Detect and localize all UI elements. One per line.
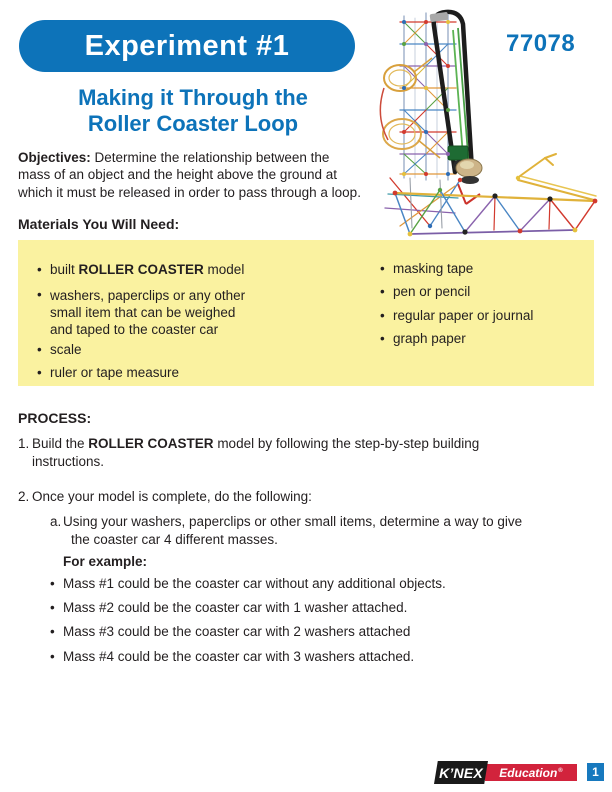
process-heading: PROCESS: <box>18 410 92 426</box>
materials-heading: Materials You Will Need: <box>18 216 180 232</box>
process-step-2a-continued: the coaster car 4 different masses. <box>71 532 278 547</box>
subtitle-line-2: Roller Coaster Loop <box>87 111 299 136</box>
process-step-2: 2. Once your model is complete, do the f… <box>18 489 312 504</box>
bullet-icon: • <box>37 365 42 380</box>
objectives-paragraph: Objectives: Determine the relationship b… <box>18 149 418 201</box>
mass-example-4: • Mass #4 could be the coaster car with … <box>50 649 415 664</box>
material-item-ruler: • ruler or tape measure <box>37 365 180 380</box>
material-item-pen-pencil: • pen or pencil <box>380 284 471 299</box>
experiment-title: Experiment #1 <box>84 29 290 62</box>
knex-logo: K’NEX <box>434 761 488 784</box>
process-step-1: 1. Build the ROLLER COASTER model by fol… <box>18 436 480 451</box>
bullet-icon: • <box>37 287 42 302</box>
step-1-number: 1. <box>18 436 30 451</box>
material-item-graph-paper: • graph paper <box>380 331 466 346</box>
material-item-scale: • scale <box>37 342 82 357</box>
education-logo: Education® <box>485 764 577 781</box>
process-step-2a: a. Using your washers, paperclips or oth… <box>50 514 523 529</box>
bullet-icon: • <box>50 600 55 615</box>
bullet-icon: • <box>380 331 385 346</box>
example-heading: For example: <box>63 554 148 569</box>
step-2a-label: a. <box>50 514 62 529</box>
part-number: 77078 <box>506 30 576 57</box>
bullet-icon: • <box>380 284 385 299</box>
page-number-badge: 1 <box>587 763 604 781</box>
mass-example-3: • Mass #3 could be the coaster car with … <box>50 624 411 639</box>
bullet-icon: • <box>50 649 55 664</box>
mass-example-2: • Mass #2 could be the coaster car with … <box>50 600 408 615</box>
bullet-icon: • <box>380 261 385 276</box>
bullet-icon: • <box>50 576 55 591</box>
bullet-icon: • <box>37 342 42 357</box>
step-2-number: 2. <box>18 489 30 504</box>
objectives-line-2: mass of an object and the height above t… <box>18 167 337 183</box>
bullet-icon: • <box>50 624 55 639</box>
material-item-built-model: • built ROLLER COASTER model <box>37 262 245 277</box>
coaster-motor-and-car <box>447 145 483 205</box>
material-item-masking-tape: • masking tape <box>380 261 474 276</box>
worksheet-subtitle: Making it Through the Roller Coaster Loo… <box>4 85 382 137</box>
objectives-line-1: Objectives: Determine the relationship b… <box>18 150 330 165</box>
coaster-chain-lift <box>429 9 475 175</box>
objectives-line-3: which it must be released in order to pa… <box>18 184 361 200</box>
objectives-label: Objectives: <box>18 150 91 165</box>
bullet-icon: • <box>380 308 385 323</box>
page-number: 1 <box>592 765 599 779</box>
bullet-icon: • <box>37 262 42 277</box>
material-item-paper-journal: • regular paper or journal <box>380 308 534 323</box>
experiment-title-badge: Experiment #1 <box>19 20 355 72</box>
knex-logo-text: K’NEX <box>439 764 483 781</box>
coaster-track-rails <box>452 27 470 169</box>
process-step-1-continued: instructions. <box>32 454 105 469</box>
coaster-left-loops <box>379 57 441 159</box>
registered-mark: ® <box>558 767 563 774</box>
materials-box: • built ROLLER COASTER model • washers, … <box>18 240 594 386</box>
subtitle-line-1: Making it Through the <box>78 85 308 110</box>
mass-example-1: • Mass #1 could be the coaster car witho… <box>50 576 446 591</box>
material-item-washers: washers, paperclips or any other small i… <box>50 288 246 337</box>
